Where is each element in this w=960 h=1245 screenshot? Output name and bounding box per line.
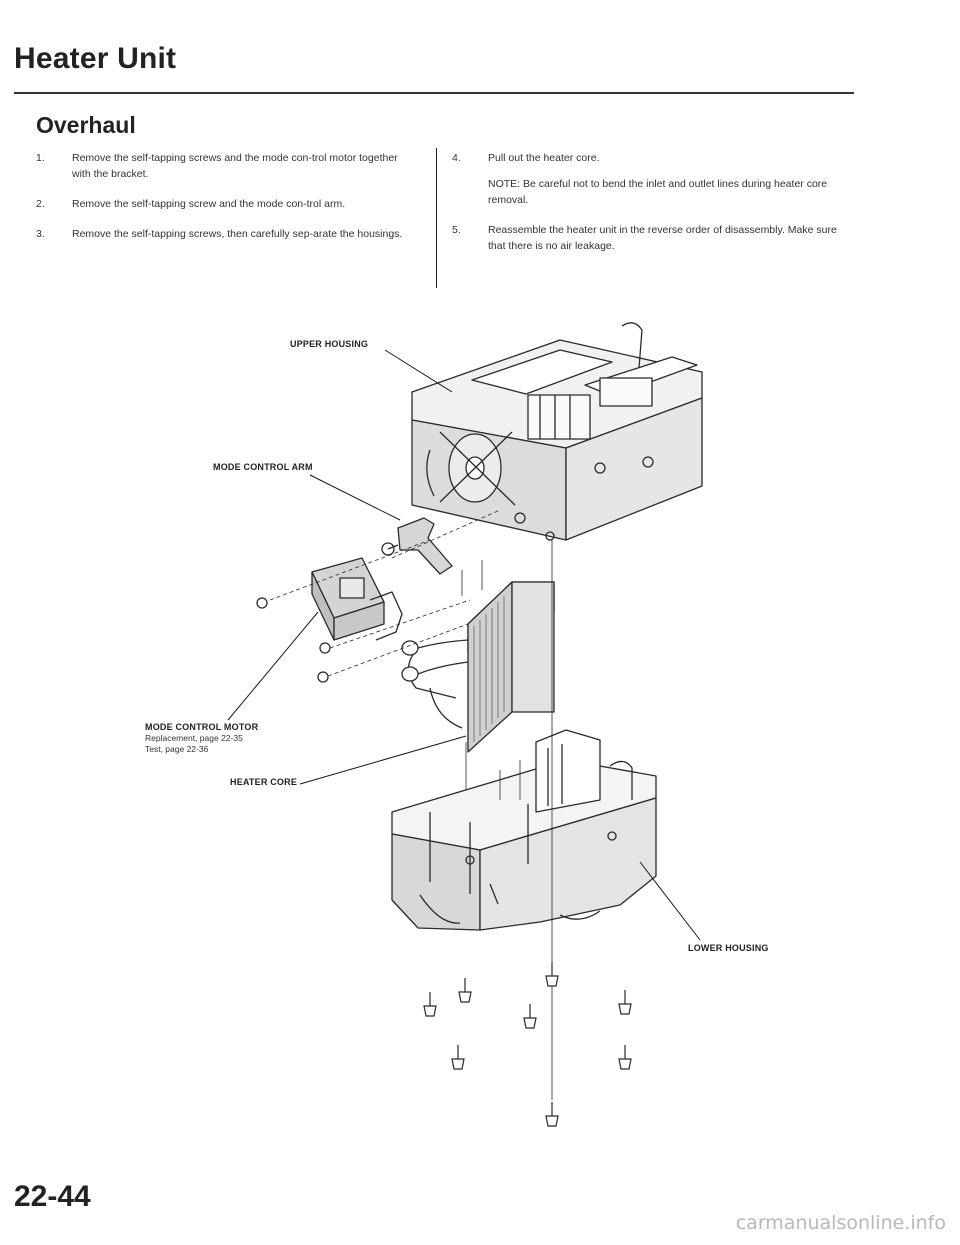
motor-replacement-ref: Replacement, page 22-35 [145, 733, 243, 743]
upper-housing-drawing [411, 322, 703, 541]
heater-core-drawing [401, 581, 555, 753]
heater-core-label: HEATER CORE [230, 777, 298, 787]
lower-housing-drawing [391, 729, 657, 931]
steps-left-column: 1. Remove the self-tapping screws and the… [36, 150, 418, 256]
step-item: 2. Remove the self-tapping screw and the … [36, 196, 418, 212]
watermark: carmanualsonline.info [735, 1212, 946, 1234]
screws [423, 962, 632, 1127]
mode-control-arm-drawing [381, 517, 453, 575]
step-number: 4. [452, 152, 461, 164]
step-number: 3. [36, 228, 45, 240]
step-number: 2. [36, 198, 45, 210]
step-item: 4. Pull out the heater core. NOTE: Be care… [452, 150, 840, 208]
page-number: 22-44 [14, 1180, 91, 1213]
step-item: 5. Reassemble the heater unit in the reve… [452, 222, 840, 254]
mode-control-arm-label: MODE CONTROL ARM [213, 462, 313, 472]
step-text: Reassemble the heater unit in the revers… [488, 224, 837, 252]
step-text: Remove the self-tapping screws and the m… [72, 152, 398, 180]
step-number: 5. [452, 224, 461, 236]
step-item: 1. Remove the self-tapping screws and the… [36, 150, 418, 182]
title-rule [14, 92, 854, 94]
mode-control-motor-label: MODE CONTROL MOTOR [145, 722, 259, 732]
step-text: Pull out the heater core. [488, 152, 600, 164]
page-title: Heater Unit [14, 42, 177, 75]
motor-test-ref: Test, page 22-36 [145, 744, 209, 754]
mode-control-motor-drawing [256, 557, 403, 683]
step-note: NOTE: Be careful not to bend the inlet a… [488, 178, 828, 206]
step-text: Remove the self-tapping screw and the mo… [72, 198, 346, 210]
step-number: 1. [36, 152, 45, 164]
step-text: Remove the self-tapping screws, then car… [72, 228, 403, 240]
steps-right-column: 4. Pull out the heater core. NOTE: Be care… [452, 150, 840, 268]
step-item: 3. Remove the self-tapping screws, then c… [36, 226, 418, 242]
lower-housing-label: LOWER HOUSING [688, 943, 769, 953]
upper-housing-label: UPPER HOUSING [290, 339, 369, 349]
section-title: Overhaul [36, 112, 136, 138]
column-divider [436, 148, 437, 288]
